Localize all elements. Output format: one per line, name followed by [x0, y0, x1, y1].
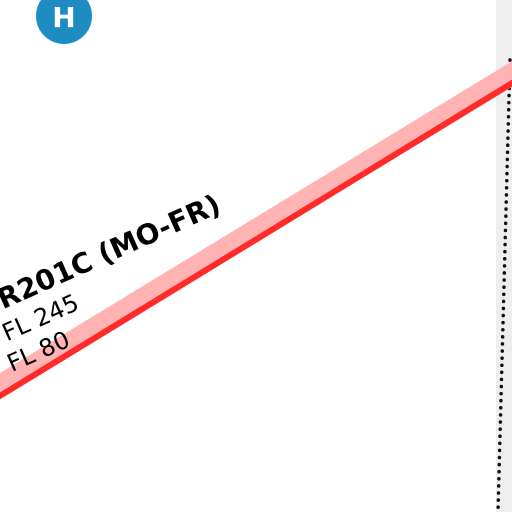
airspace-boundary-line	[0, 79, 512, 400]
boundary-band	[496, 0, 512, 512]
heliport-icon[interactable]: H	[36, 0, 92, 44]
boundary-dotted-line	[496, 58, 512, 512]
airspace-boundary-halo	[0, 61, 512, 399]
heliport-letter: H	[52, 1, 76, 34]
